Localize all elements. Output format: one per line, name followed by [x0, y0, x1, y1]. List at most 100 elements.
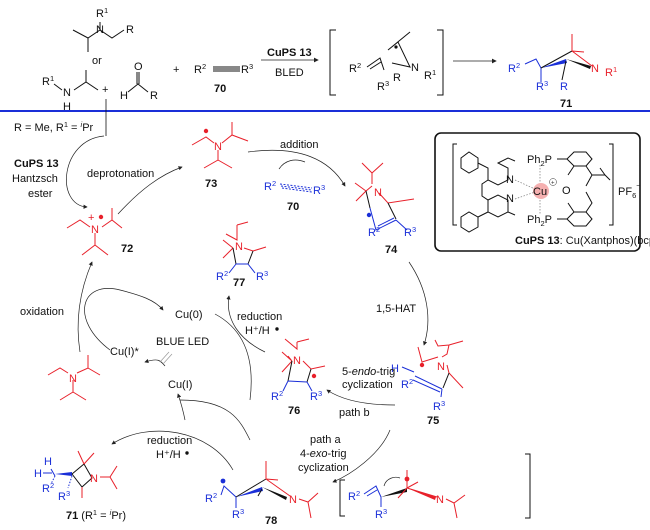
cu1-star-label: Cu(I)* — [110, 346, 139, 358]
atom-h: H — [44, 456, 52, 468]
atom-n: N — [69, 373, 77, 385]
arrow-reduction-71 — [111, 430, 234, 471]
ph2p-bottom: Ph2P — [527, 214, 552, 228]
radical-dot — [311, 373, 317, 379]
compound-73: N 73 — [191, 122, 249, 190]
atom-n: N — [289, 494, 297, 506]
light-icon — [159, 351, 173, 365]
atom-h: H — [34, 468, 42, 480]
copper-highlight — [533, 183, 549, 199]
atom-r2: R2 — [216, 269, 228, 283]
compound-label: 78 — [265, 515, 277, 527]
atom-r3: R3 — [232, 507, 244, 521]
compound-74: N R2 R3 74 — [354, 162, 416, 256]
label-h-plus-h-1: H⁺/H — [245, 325, 270, 337]
compound-label: 73 — [205, 178, 217, 190]
atom-n: N — [293, 355, 301, 367]
atom-r3: R3 — [313, 183, 325, 197]
compound-label: 74 — [385, 244, 398, 256]
label-reduction-1: reduction — [237, 311, 282, 323]
radical-dot — [366, 212, 372, 218]
plus-sign: + — [173, 64, 179, 76]
label-addition: addition — [280, 139, 319, 151]
arrow-radical-attack — [383, 476, 401, 487]
atom-n: N — [437, 361, 445, 373]
arrow-path-b — [326, 389, 396, 406]
catalyst-box: N N Cu + Ph2P Ph2P O PF6− CuPS 13: Cu(Xa… — [434, 132, 650, 252]
compound-78: R2 N R3 78 — [205, 461, 319, 527]
atom-r3: R3 — [241, 62, 253, 76]
product-caption: 71 (R1 = iPr) — [66, 508, 126, 522]
atom-r3: R3 — [58, 489, 70, 503]
atom-r2: R2 — [271, 389, 283, 403]
cu0-label: Cu(0) — [175, 309, 203, 321]
atom-h: H — [63, 101, 71, 113]
atom-n: N — [214, 141, 222, 153]
radical-dot — [275, 327, 279, 331]
arrow-excitation — [144, 358, 166, 367]
label-h-plus-h-2: H⁺/H — [156, 449, 181, 461]
atom-n: N — [63, 87, 71, 99]
arrow-initiation — [66, 135, 105, 209]
atom-cu: Cu — [533, 186, 547, 198]
atom-r: R — [126, 24, 134, 36]
intermediate-bracket: R2 N R1 R3 R — [329, 29, 444, 96]
atom-r1: R1 — [42, 74, 54, 88]
top-amine-1: N R1 R — [72, 6, 134, 52]
compound-label: 71 — [560, 98, 572, 110]
condition-note: R = Me, R1 = iPr — [14, 120, 94, 134]
atom-n: N — [591, 63, 599, 75]
pf6-counterion: PF6− — [618, 181, 641, 200]
atom-o: O — [562, 185, 571, 197]
atom-r: R — [560, 81, 568, 93]
atom-r2: R2 — [205, 491, 217, 505]
catalyst-caption: CuPS 13: Cu(Xantphos)(bcp)PF6 — [515, 235, 650, 249]
compound-label: 72 — [121, 243, 133, 255]
atom-r2: R2 — [194, 62, 206, 76]
atom-n: N — [411, 62, 419, 74]
atom-r3: R3 — [310, 389, 322, 403]
compound-label: 76 — [288, 405, 300, 417]
amine-donor: N — [47, 355, 101, 401]
atom-n: N — [506, 174, 514, 186]
label-hat: 1,5-HAT — [376, 303, 416, 315]
atom-r: R — [150, 90, 158, 102]
atom-r3: R3 — [536, 79, 548, 93]
compound-label: 77 — [233, 277, 245, 289]
atom-r1: R1 — [424, 68, 436, 82]
reagent-line3: ester — [28, 188, 53, 200]
product-71: R2 N R1 R3 R 71 — [508, 34, 617, 110]
plus-sign: + — [102, 84, 108, 96]
cu1-label: Cu(I) — [168, 379, 192, 391]
blue-led-label: BLUE LED — [156, 336, 209, 348]
arrow-path-a — [332, 429, 391, 483]
radical-dot — [419, 362, 425, 368]
compound-77: N R2 R3 77 — [216, 221, 268, 289]
atom-r: R — [393, 72, 401, 84]
atom-n: N — [235, 241, 243, 253]
atom-r3: R3 — [433, 399, 445, 413]
label-cyclization-endo: cyclization — [342, 379, 393, 391]
atom-r2: R2 — [42, 481, 54, 495]
atom-r3: R3 — [375, 507, 387, 521]
radical-dot — [203, 128, 209, 134]
label-endo: 5-endo-trig — [342, 366, 395, 378]
product-71-final: H H N R2 R3 71 (R1 = iPr) — [34, 450, 126, 522]
label-path-b: path b — [339, 407, 370, 419]
arrow-to-cu1 — [177, 393, 186, 421]
arrow-deprotonation — [117, 166, 183, 215]
atom-r1: R1 — [605, 65, 617, 79]
atom-r2: R2 — [508, 61, 520, 75]
label-oxidation: oxidation — [20, 306, 64, 318]
charge-plus: + — [88, 212, 94, 224]
arrow-cu0-return — [214, 313, 252, 401]
radical-dot — [185, 451, 189, 455]
radical-dot — [220, 478, 226, 484]
catalyst-label: CuPS 13 — [267, 47, 312, 59]
alkyne-70: R2 R3 70 — [194, 62, 253, 95]
atom-n: N — [96, 24, 104, 36]
atom-o: O — [134, 61, 143, 73]
aldehyde: H O R — [120, 61, 158, 102]
radical-dot — [98, 214, 104, 220]
